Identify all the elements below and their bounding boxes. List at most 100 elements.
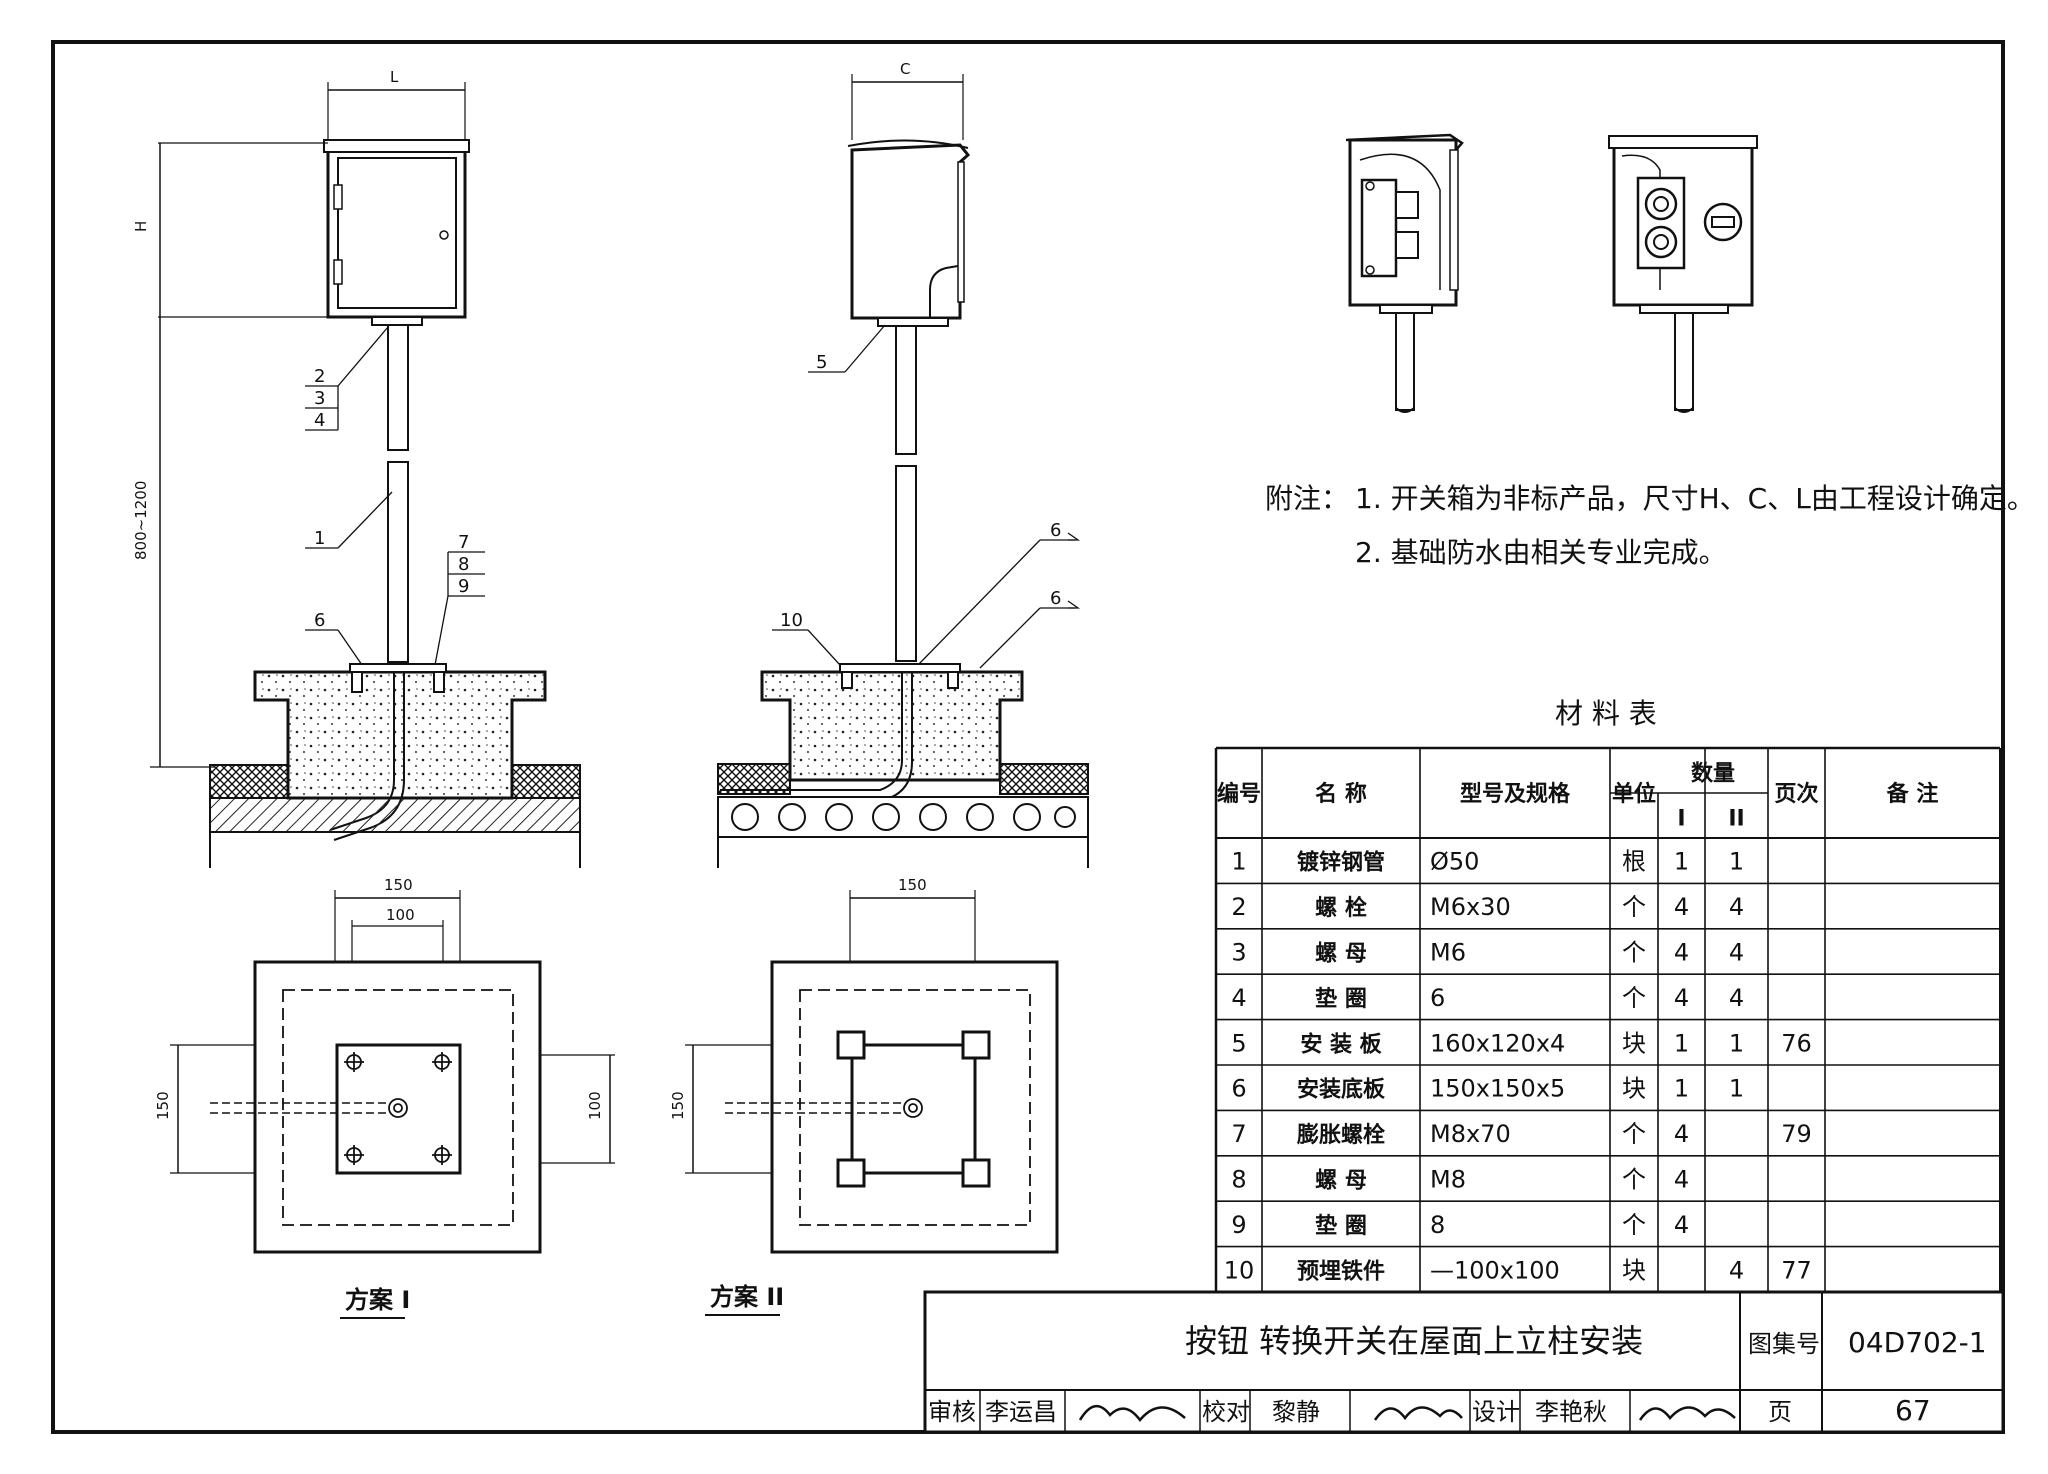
row-name: 膨胀螺栓 bbox=[1296, 1123, 1385, 1148]
row-name: 垫 圈 bbox=[1315, 1213, 1367, 1239]
designer-name: 李艳秋 bbox=[1535, 1398, 1607, 1426]
row-unit: 个 bbox=[1622, 1166, 1646, 1194]
row-qty1: 1 bbox=[1674, 848, 1689, 876]
row-qty1: 1 bbox=[1674, 1029, 1689, 1057]
row-unit: 块 bbox=[1622, 1029, 1646, 1057]
elevation-scheme-1: L H 800~1200 2 3 4 1 bbox=[132, 68, 581, 868]
header-page: 页次 bbox=[1774, 781, 1818, 807]
dim-plate-100: 100 bbox=[386, 906, 415, 924]
notes: 附注： 1. 开关箱为非标产品，尺寸H、C、L由工程设计确定。 2. 基础防水由… bbox=[1265, 482, 2035, 569]
row-qty2: 1 bbox=[1729, 1029, 1744, 1057]
row-spec: M6x30 bbox=[1430, 893, 1511, 921]
row-no: 5 bbox=[1231, 1029, 1246, 1057]
header-remark: 备 注 bbox=[1886, 781, 1939, 807]
row-qty1: 4 bbox=[1674, 893, 1689, 921]
atlas-label: 图集号 bbox=[1748, 1330, 1820, 1358]
concrete-base bbox=[253, 670, 547, 800]
row-qty1: 4 bbox=[1674, 1211, 1689, 1239]
row-qty2: 4 bbox=[1729, 893, 1744, 921]
row-spec: 6 bbox=[1430, 984, 1445, 1012]
row-qty1: 4 bbox=[1674, 984, 1689, 1012]
callout-9: 9 bbox=[458, 576, 469, 597]
elevation-scheme-2: C 5 6 6 10 bbox=[717, 60, 1089, 868]
row-unit: 块 bbox=[1622, 1075, 1646, 1103]
row-name: 预埋铁件 bbox=[1297, 1258, 1385, 1284]
row-no: 2 bbox=[1231, 893, 1246, 921]
row-no: 1 bbox=[1231, 848, 1246, 876]
header-qty2: II bbox=[1728, 807, 1744, 832]
designer-signature bbox=[1638, 1406, 1736, 1421]
plan-scheme-1: 150 100 150 100 方案 I bbox=[154, 876, 615, 1319]
callout-6: 6 bbox=[314, 610, 325, 631]
switch-box-front bbox=[326, 141, 467, 319]
dim-plate-150: 150 bbox=[384, 876, 413, 894]
box-view-toggle bbox=[1345, 133, 1464, 413]
row-spec: M8 bbox=[1430, 1166, 1466, 1194]
row-no: 9 bbox=[1231, 1211, 1246, 1239]
row-no: 7 bbox=[1231, 1120, 1246, 1148]
check-label: 校对 bbox=[1202, 1398, 1250, 1426]
header-no: 编号 bbox=[1217, 781, 1261, 807]
row-unit: 个 bbox=[1622, 893, 1646, 921]
row-unit: 个 bbox=[1622, 1211, 1646, 1239]
reviewer-name: 李运昌 bbox=[985, 1398, 1057, 1426]
page-number: 67 bbox=[1895, 1394, 1931, 1427]
note-1: 1. 开关箱为非标产品，尺寸H、C、L由工程设计确定。 bbox=[1355, 482, 2035, 515]
header-spec: 型号及规格 bbox=[1460, 781, 1571, 807]
materials-title: 材 料 表 bbox=[1555, 697, 1657, 730]
scheme-1-label: 方案 I bbox=[345, 1286, 410, 1314]
dim-L: L bbox=[390, 68, 399, 86]
row-no: 6 bbox=[1231, 1075, 1246, 1103]
design-label: 设计 bbox=[1472, 1398, 1520, 1426]
plan-scheme-2: 150 150 方案 II bbox=[669, 876, 1059, 1316]
roof-slab bbox=[209, 797, 581, 833]
row-no: 10 bbox=[1224, 1256, 1255, 1284]
callout-7: 7 bbox=[458, 532, 469, 553]
callout-8: 8 bbox=[458, 554, 469, 575]
dim-side-100: 100 bbox=[586, 1091, 604, 1120]
dim-side-150: 150 bbox=[154, 1091, 172, 1120]
header-qty1: I bbox=[1677, 807, 1685, 832]
scheme-2-label: 方案 II bbox=[710, 1283, 784, 1311]
checker-name: 黎静 bbox=[1272, 1398, 1320, 1426]
row-unit: 个 bbox=[1622, 984, 1646, 1012]
row-name: 螺 母 bbox=[1315, 1169, 1367, 1194]
page-label: 页 bbox=[1768, 1398, 1792, 1426]
row-qty1: 4 bbox=[1674, 939, 1689, 967]
callout-10: 10 bbox=[780, 610, 803, 631]
row-no: 4 bbox=[1231, 984, 1246, 1012]
row-qty1: 4 bbox=[1674, 1166, 1689, 1194]
row-spec: 150x150x5 bbox=[1430, 1075, 1565, 1103]
row-qty2: 1 bbox=[1729, 1075, 1744, 1103]
steel-pipe bbox=[387, 324, 409, 451]
row-unit: 根 bbox=[1622, 848, 1646, 876]
notes-head: 附注： bbox=[1265, 482, 1349, 515]
atlas-number: 04D702-1 bbox=[1848, 1326, 1987, 1359]
row-qty2: 1 bbox=[1729, 848, 1744, 876]
callout-5: 5 bbox=[816, 352, 827, 373]
row-page: 79 bbox=[1781, 1120, 1812, 1148]
note-2: 2. 基础防水由相关专业完成。 bbox=[1355, 536, 1727, 569]
row-name: 安装底板 bbox=[1297, 1077, 1386, 1103]
row-qty2: 4 bbox=[1729, 939, 1744, 967]
row-page: 76 bbox=[1781, 1029, 1812, 1057]
callout-3: 3 bbox=[314, 388, 325, 409]
row-spec: 8 bbox=[1430, 1211, 1445, 1239]
row-spec: 160x120x4 bbox=[1430, 1029, 1565, 1057]
row-unit: 个 bbox=[1622, 1120, 1646, 1148]
row-qty2: 4 bbox=[1729, 1256, 1744, 1284]
row-spec: M8x70 bbox=[1430, 1120, 1511, 1148]
dim-mount-height: 800~1200 bbox=[132, 481, 150, 560]
checker-signature bbox=[1373, 1406, 1463, 1421]
row-name: 垫 圈 bbox=[1315, 986, 1367, 1012]
callout-1: 1 bbox=[314, 528, 325, 549]
header-name: 名 称 bbox=[1315, 781, 1367, 807]
row-qty1: 4 bbox=[1674, 1120, 1689, 1148]
row-spec: M6 bbox=[1430, 939, 1466, 967]
hollow-slab bbox=[717, 796, 1089, 838]
row-unit: 块 bbox=[1622, 1256, 1646, 1284]
dim-C: C bbox=[900, 60, 910, 78]
row-qty1: 1 bbox=[1674, 1075, 1689, 1103]
